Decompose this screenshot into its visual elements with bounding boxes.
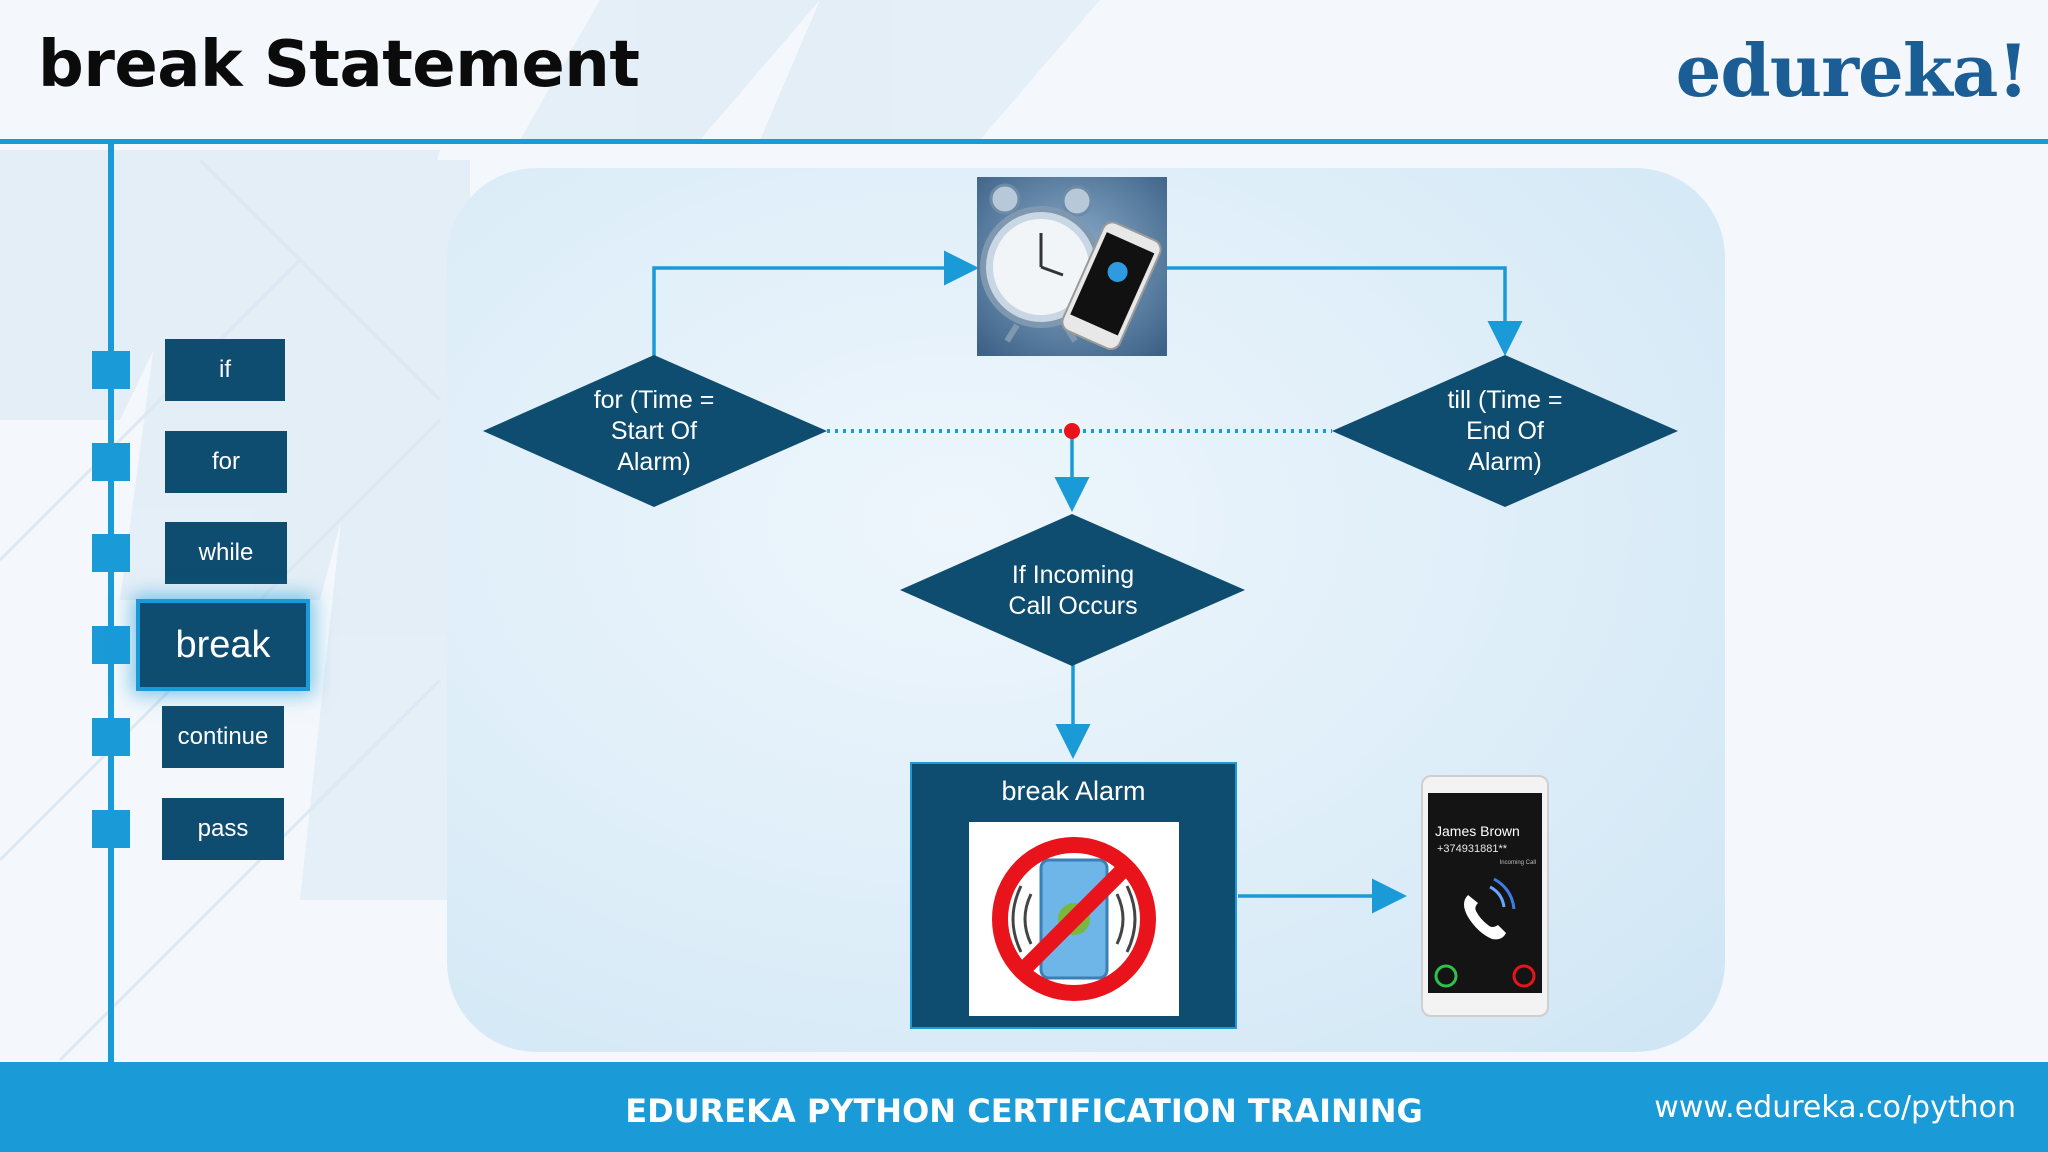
condition-diamond-label: If Incoming Call Occurs: [1008, 561, 1138, 620]
footer-course-title: EDUREKA PYTHON CERTIFICATION TRAINING: [625, 1092, 1423, 1130]
brand-logo: edureka!: [1675, 28, 2029, 113]
timeline-line: [108, 144, 114, 1064]
junction-dot: [1064, 423, 1080, 439]
header-divider: [0, 139, 2048, 144]
break-alarm-label: break Alarm: [1001, 776, 1146, 806]
call-status: Incoming Call: [1499, 860, 1536, 866]
start-diamond: [483, 355, 827, 507]
footer: EDUREKA PYTHON CERTIFICATION TRAINING ww…: [0, 1062, 2048, 1152]
end-diamond-label: till (Time = End Of Alarm): [1447, 386, 1563, 476]
timeline-marker: [92, 718, 130, 756]
incoming-call-phone-icon: James Brown +374931881** Incoming Call: [1421, 775, 1549, 1017]
timeline-marker: [92, 534, 130, 572]
alarm-clock-phone-icon: [977, 177, 1167, 356]
call-graphic: [1434, 877, 1536, 988]
timeline-marker: [92, 443, 130, 481]
footer-url: www.edureka.co/python: [1654, 1090, 2016, 1125]
timeline-marker: [92, 810, 130, 848]
nav-item-while[interactable]: while: [165, 522, 287, 584]
nav-item-for[interactable]: for: [165, 431, 287, 493]
nav-item-continue[interactable]: continue: [162, 706, 284, 768]
caller-number: +374931881**: [1437, 843, 1508, 855]
caller-name: James Brown: [1435, 823, 1520, 839]
no-alarm-image: [969, 822, 1179, 1016]
connector-start-to-alarm: [652, 250, 979, 357]
accept-call-icon: [1434, 964, 1458, 988]
break-alarm-box: break Alarm: [910, 762, 1237, 1029]
nav-item-break[interactable]: break: [140, 603, 306, 687]
nav-item-if[interactable]: if: [165, 339, 285, 401]
phone-screen: James Brown +374931881** Incoming Call: [1428, 793, 1542, 993]
nav-item-pass[interactable]: pass: [162, 798, 284, 860]
start-diamond-label: for (Time = Start Of Alarm): [593, 386, 715, 476]
timeline-marker: [92, 626, 130, 664]
connector-alarm-to-end: [1166, 266, 1523, 356]
end-diamond: [1332, 355, 1678, 507]
reject-call-icon: [1512, 964, 1536, 988]
page-title: break Statement: [38, 28, 640, 102]
timeline-marker: [92, 351, 130, 389]
no-alarm-icon: [992, 837, 1156, 1001]
condition-diamond: [900, 514, 1245, 666]
